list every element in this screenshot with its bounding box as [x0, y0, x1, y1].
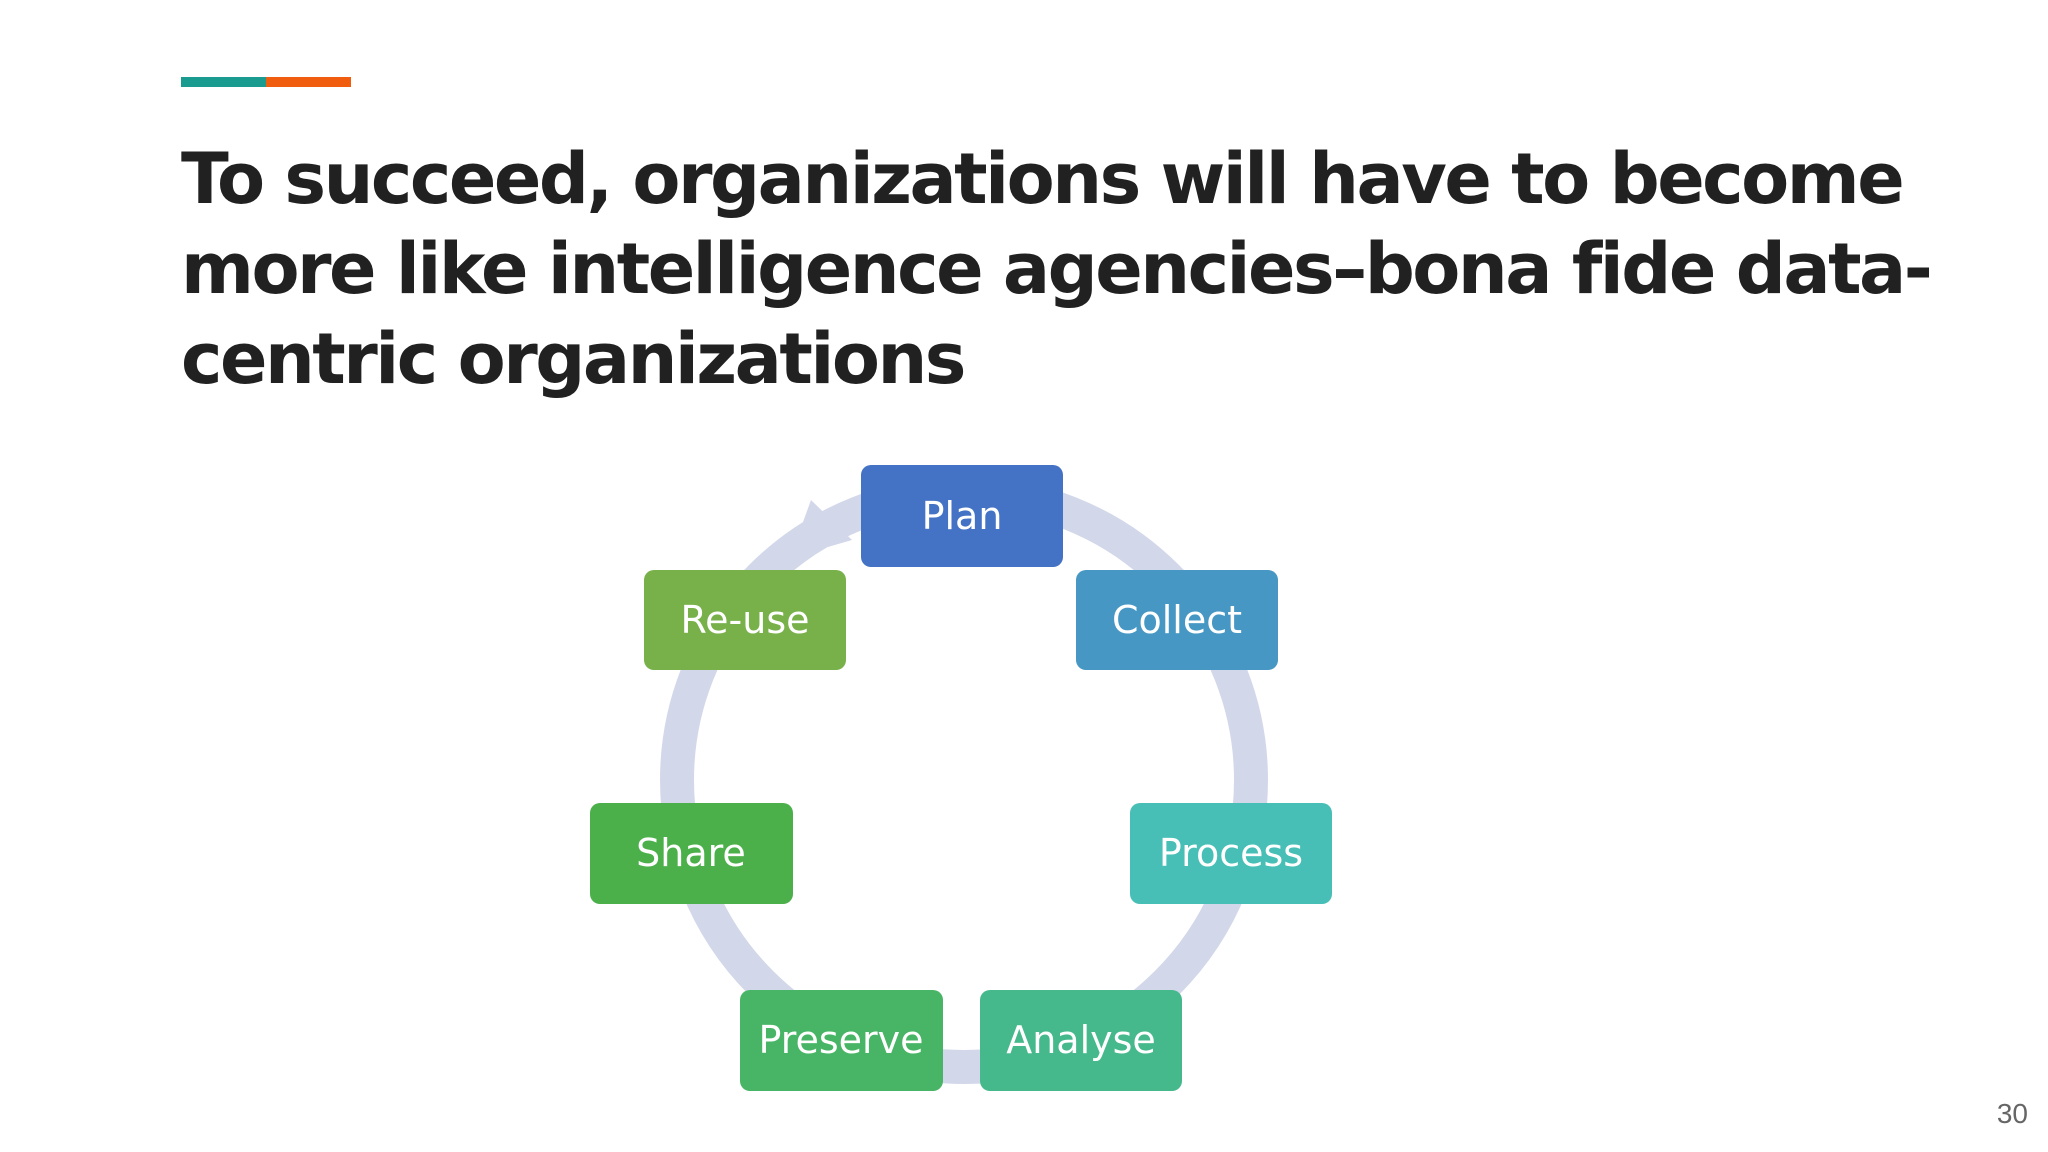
step-node-share: Share — [590, 803, 793, 904]
step-node-process: Process — [1130, 803, 1332, 904]
step-node-re-use: Re-use — [644, 570, 846, 670]
step-label-re-use: Re-use — [680, 598, 809, 642]
step-node-plan: Plan — [861, 465, 1063, 567]
title-accent-bar — [181, 77, 351, 87]
step-node-collect: Collect — [1076, 570, 1278, 670]
step-label-process: Process — [1159, 831, 1303, 875]
step-label-share: Share — [636, 831, 746, 875]
page-number: 30 — [1996, 1098, 2028, 1129]
step-node-analyse: Analyse — [980, 990, 1182, 1091]
step-label-analyse: Analyse — [1006, 1018, 1156, 1062]
step-node-preserve: Preserve — [740, 990, 943, 1091]
step-label-collect: Collect — [1112, 598, 1242, 642]
slide-title: To succeed, organizations will have to b… — [181, 138, 1933, 400]
accent-teal-segment — [181, 77, 266, 87]
step-label-preserve: Preserve — [758, 1018, 923, 1062]
step-label-plan: Plan — [922, 494, 1003, 538]
accent-orange-segment — [266, 77, 351, 87]
cycle-arrow-head-icon — [790, 500, 852, 558]
